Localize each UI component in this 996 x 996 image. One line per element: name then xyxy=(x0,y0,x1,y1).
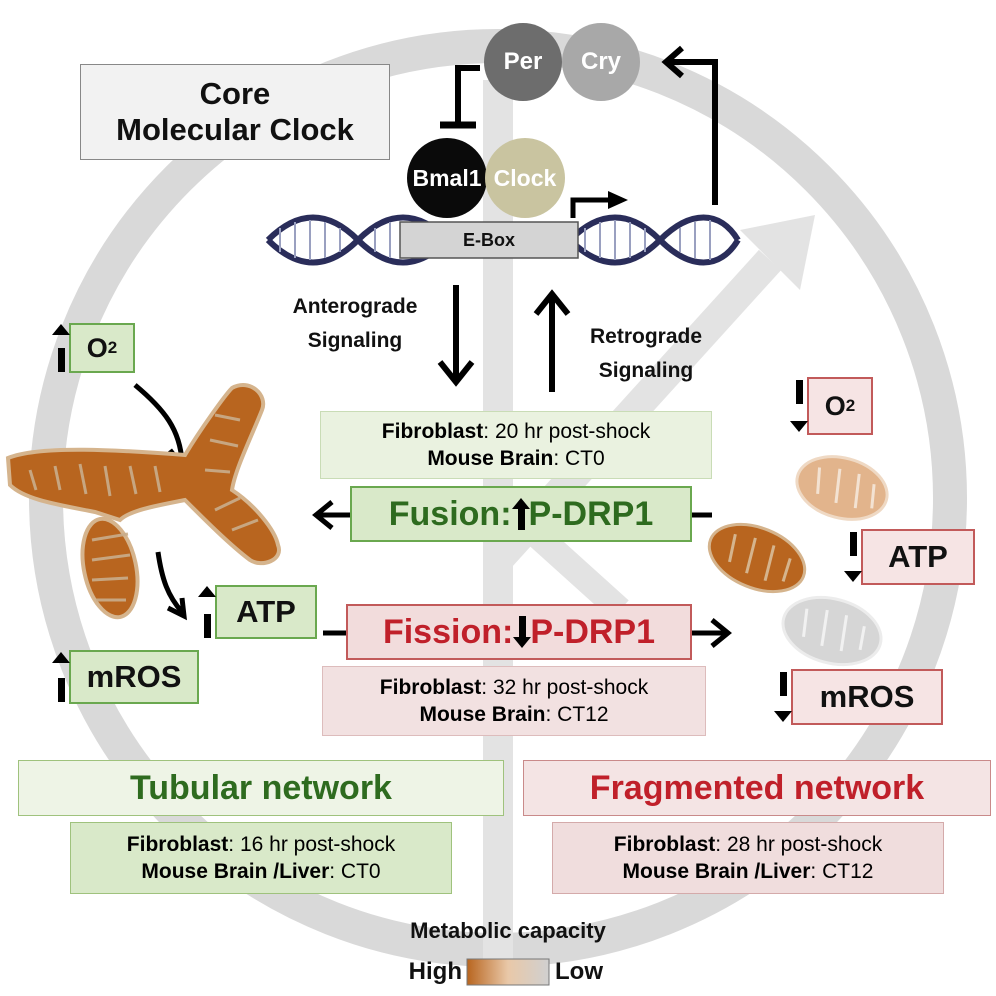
fission-info-box: Fibroblast: 32 hr post-shock Mouse Brain… xyxy=(322,666,706,736)
ebox-rect xyxy=(399,221,579,259)
per-label: Per xyxy=(503,48,543,75)
fission-brain-value: : CT12 xyxy=(545,703,609,726)
up-arrow-icon xyxy=(511,498,530,530)
left-o2-label: O xyxy=(86,332,108,363)
left-atp-label: ATP xyxy=(236,594,296,629)
fusion-prefix: Fusion: xyxy=(388,494,512,533)
cry-circle xyxy=(562,23,640,101)
bmal1-label: Bmal1 xyxy=(412,164,482,191)
retrograde-line1: Retrograde xyxy=(589,325,703,348)
clock-label: Clock xyxy=(493,164,557,191)
left-o2-subscript: 2 xyxy=(107,338,118,357)
left-atp-box: ATP xyxy=(215,585,317,639)
right-atp-label: ATP xyxy=(888,539,948,574)
fragmented-mitochondrion-grey xyxy=(781,595,883,667)
fission-brain-label: Mouse Brain xyxy=(419,703,546,726)
core-clock-title-box: Core Molecular Clock xyxy=(80,64,390,160)
right-o2-label: O xyxy=(824,390,846,421)
fusion-fibroblast-label: Fibroblast xyxy=(381,420,484,443)
fission-prefix: Fission: xyxy=(382,612,514,651)
anterograde-label: Anterograde Signaling xyxy=(272,290,438,358)
left-mros-indicator: mROS xyxy=(52,650,199,704)
fusion-brain-label: Mouse Brain xyxy=(427,447,554,470)
curved-arrow-lower xyxy=(155,551,184,614)
right-mros-indicator: mROS xyxy=(774,669,943,725)
right-atp-indicator: ATP xyxy=(844,529,975,585)
fusion-box: Fusion: P-DRP1 xyxy=(350,486,692,542)
core-clock-title-line2: Molecular Clock xyxy=(116,112,354,147)
fission-pdrp1: P-DRP1 xyxy=(530,612,656,651)
down-arrow-icon xyxy=(774,672,792,722)
tubular-mitochondrion xyxy=(5,383,281,620)
tubular-info-box: Fibroblast: 16 hr post-shock Mouse Brain… xyxy=(70,822,452,894)
fusion-pdrp1: P-DRP1 xyxy=(528,494,654,533)
feedback-arrow xyxy=(670,59,718,205)
fission-box: Fission: P-DRP1 xyxy=(346,604,692,660)
dna-helix xyxy=(265,214,741,266)
tubular-fibroblast-value: : 16 hr post-shock xyxy=(228,833,396,856)
down-arrow-icon xyxy=(513,616,532,648)
left-mros-label: mROS xyxy=(86,659,182,694)
left-atp-indicator: ATP xyxy=(198,584,317,640)
fragmented-network-title: Fragmented network xyxy=(523,760,991,816)
per-circle xyxy=(484,23,562,101)
fragmented-mitochondrion-orange xyxy=(707,522,807,594)
cry-label: Cry xyxy=(580,48,622,75)
retrograde-label: Retrograde Signaling xyxy=(566,320,726,388)
fission-fibroblast-label: Fibroblast xyxy=(379,676,482,699)
metabolic-capacity-gradient xyxy=(466,958,550,986)
fission-fibroblast-value: : 32 hr post-shock xyxy=(481,676,649,699)
down-arrow-icon xyxy=(790,380,808,432)
fusion-info-box: Fibroblast: 20 hr post-shock Mouse Brain… xyxy=(320,411,712,479)
fragmented-tissue-value: : CT12 xyxy=(810,860,874,883)
right-mros-label: mROS xyxy=(819,679,915,714)
left-mros-box: mROS xyxy=(69,650,199,704)
legend-low-label: Low xyxy=(555,958,603,985)
legend-title: Metabolic capacity xyxy=(410,918,606,943)
tubular-tissue-value: : CT0 xyxy=(329,860,381,883)
fragmented-fibroblast-value: : 28 hr post-shock xyxy=(715,833,883,856)
fusion-fibroblast-value: : 20 hr post-shock xyxy=(483,420,651,443)
anterograde-line1: Anterograde xyxy=(292,295,418,318)
up-arrow-icon xyxy=(52,652,70,702)
fragmented-mitochondrion-light xyxy=(795,455,889,521)
tubular-fibroblast-label: Fibroblast xyxy=(126,833,229,856)
tubular-tissue-label: Mouse Brain /Liver xyxy=(141,860,330,883)
fragmented-info-box: Fibroblast: 28 hr post-shock Mouse Brain… xyxy=(552,822,944,894)
tubular-cristae xyxy=(28,413,259,602)
anterograde-line2: Signaling xyxy=(307,329,403,352)
fragmented-tissue-label: Mouse Brain /Liver xyxy=(622,860,811,883)
clock-circle xyxy=(485,138,565,218)
bmal1-circle xyxy=(407,138,487,218)
up-arrow-icon xyxy=(52,324,70,372)
right-mros-box: mROS xyxy=(791,669,943,725)
retrograde-line2: Signaling xyxy=(598,359,694,382)
tubular-network-title: Tubular network xyxy=(18,760,504,816)
up-arrow-icon xyxy=(198,586,216,638)
background-clock-hand-arrowhead xyxy=(740,215,815,290)
fragmented-fibroblast-label: Fibroblast xyxy=(613,833,716,856)
fusion-brain-value: : CT0 xyxy=(553,447,605,470)
inhibition-line xyxy=(455,65,480,125)
right-o2-subscript: 2 xyxy=(845,396,856,415)
transcription-arrow xyxy=(570,197,610,218)
ebox-label: E-Box xyxy=(462,229,515,250)
core-clock-title-line1: Core xyxy=(199,76,271,111)
down-arrow-icon xyxy=(844,532,862,582)
legend-high-label: High xyxy=(408,958,462,985)
right-atp-box: ATP xyxy=(861,529,975,585)
